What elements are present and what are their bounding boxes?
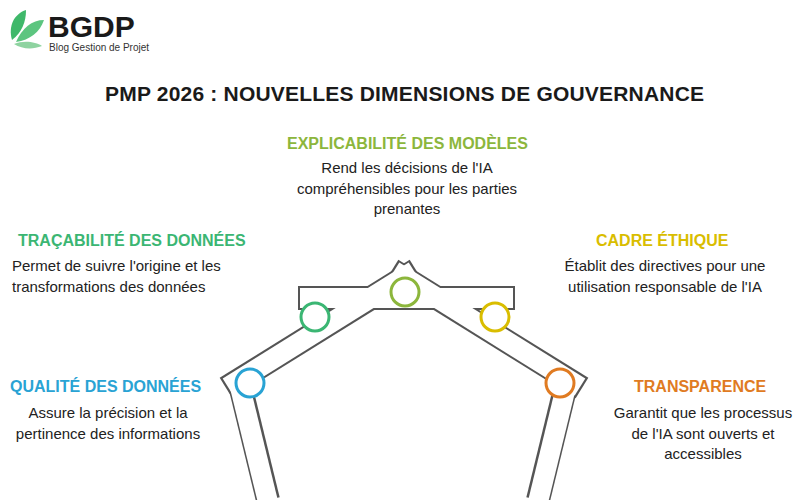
- item-description: Permet de suivre l'origine et les transf…: [12, 256, 282, 297]
- logo-text: BGDP: [48, 10, 135, 43]
- item-heading: TRAÇABILITÉ DES DONNÉES: [18, 230, 246, 252]
- logo-subtitle: Blog Gestion de Projet: [49, 42, 149, 53]
- item-description: Assure la précision et la pertinence des…: [8, 403, 208, 444]
- item-heading: CADRE ÉTHIQUE: [596, 230, 728, 252]
- diagram-title: PMP 2026 : NOUVELLES DIMENSIONS DE GOUVE…: [105, 80, 704, 109]
- logo-icon: [11, 10, 44, 48]
- item-heading: EXPLICABILITÉ DES MODÈLES: [287, 133, 528, 155]
- marker-circles: [236, 278, 574, 397]
- beam-outlines: [226, 270, 582, 500]
- item-description: Établit des directives pour une utilisat…: [534, 256, 796, 297]
- item-description: Rend les décisions de l'IA compréhensibl…: [282, 158, 532, 220]
- beam-fills: [228, 271, 580, 500]
- item-heading: QUALITÉ DES DONNÉES: [10, 376, 201, 398]
- item-description: Garantit que les processus de l'IA sont …: [608, 403, 798, 465]
- item-heading: TRANSPARENCE: [634, 376, 766, 398]
